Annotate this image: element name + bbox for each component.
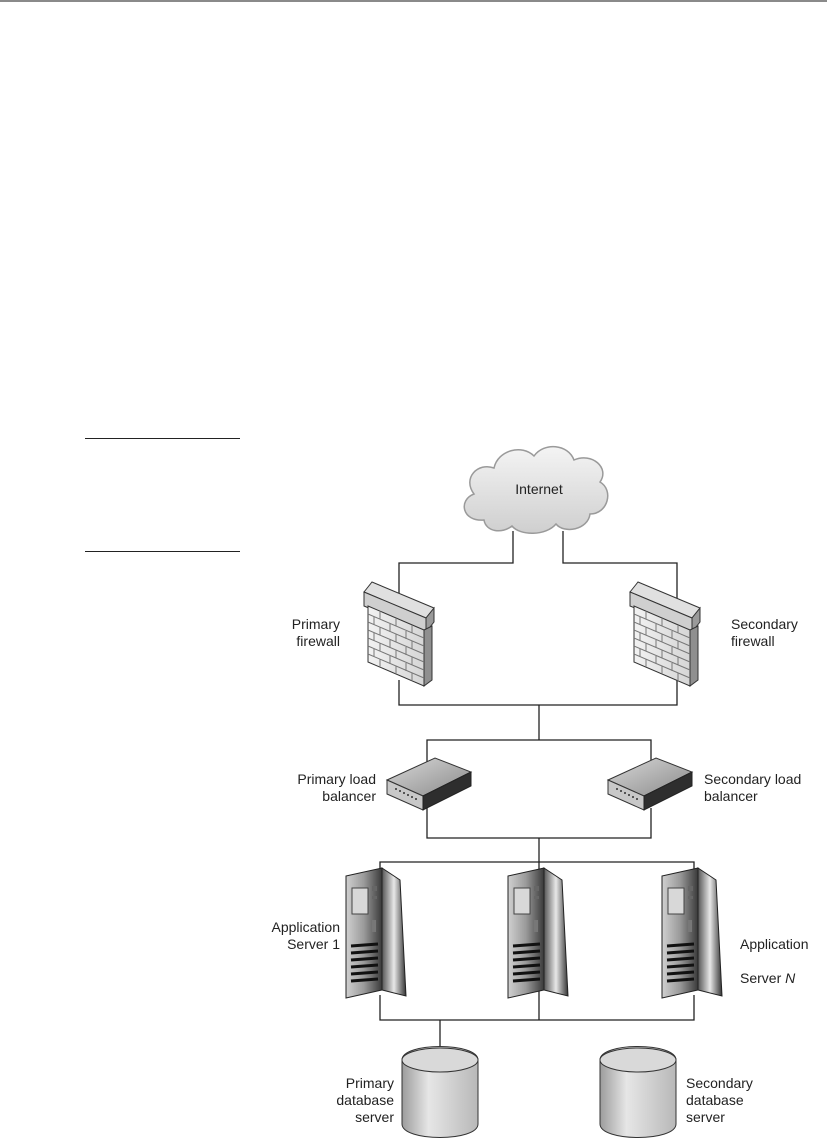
primary-load-balancer-label: Primary load balancer [297, 771, 376, 804]
brick-wall-icon [363, 581, 435, 687]
app-server-n-variable: N [785, 970, 796, 986]
primary-firewall-label: Primary firewall [291, 616, 340, 649]
primary-database-label: Primary database server [336, 1075, 394, 1125]
page-top-rule [0, 0, 827, 2]
database-cylinder-icon [401, 1046, 479, 1138]
secondary-database-label: Secondary database server [686, 1075, 753, 1125]
secondary-firewall-label: Secondary firewall [731, 616, 798, 649]
app-server-n-label: Application Server N [740, 919, 826, 987]
switch-icon [386, 757, 472, 811]
figure-caption-rule-top [85, 438, 240, 439]
tower-server-icon [660, 866, 724, 1000]
app-server-n-prefix: Server [740, 970, 786, 986]
tower-server-icon [506, 866, 570, 1000]
secondary-load-balancer-label: Secondary load balancer [704, 771, 802, 804]
cloud-icon [463, 446, 609, 534]
internet-label: Internet [515, 481, 563, 497]
tower-server-icon [344, 866, 408, 1000]
database-cylinder-icon [599, 1046, 677, 1138]
switch-icon [607, 757, 693, 811]
brick-wall-icon [629, 581, 701, 687]
figure-caption-rule-bottom [85, 551, 240, 552]
app-server-n-line1: Application [740, 936, 809, 952]
app-server-1-label: Application Server 1 [271, 919, 341, 952]
